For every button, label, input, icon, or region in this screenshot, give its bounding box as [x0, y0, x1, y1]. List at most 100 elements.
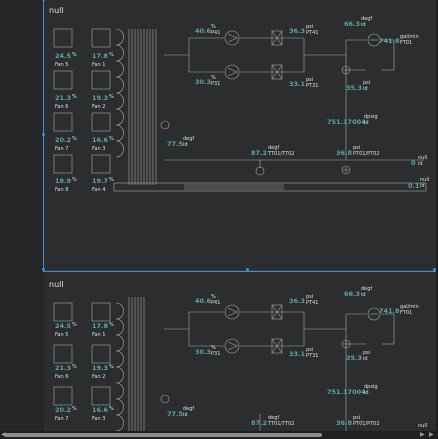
pt01-value: 36.8	[336, 419, 353, 427]
degf-top-value: 66.3	[344, 20, 361, 28]
fan-1-unit: %	[109, 322, 114, 328]
valve-1	[367, 33, 381, 47]
fan-8-box	[53, 154, 73, 174]
tt01-tag: TT01/TT02	[268, 151, 295, 157]
null1-tag: id	[418, 161, 423, 167]
resize-handle-bl[interactable]	[42, 268, 45, 271]
pt01-unit: psi	[353, 145, 361, 151]
fan-6-value: 21.3	[55, 364, 72, 372]
psi-right-tag: id	[363, 86, 368, 92]
dpsig-value: 751.17004	[327, 118, 366, 126]
degf-top-tag: id	[361, 292, 366, 298]
fan-5-value: 24.5	[55, 322, 72, 330]
pt01-tag: PT01/PT02	[353, 421, 380, 427]
ft01-unit: gal/min	[400, 34, 419, 40]
strainer-1	[271, 304, 283, 320]
p41-value: 40.6	[195, 27, 212, 35]
piping	[164, 311, 395, 431]
null2-unit: null	[420, 177, 430, 183]
strainer-2	[271, 338, 283, 354]
process-panel-1[interactable]: null	[42, 0, 437, 272]
fan-6-box	[53, 344, 73, 364]
p31-tag: P31	[211, 351, 221, 357]
pump-p41	[224, 304, 240, 320]
fan-8-unit: %	[72, 177, 77, 183]
fan-7-label: Fan 7	[55, 416, 69, 422]
scroll-right-end-icon[interactable]: ▶	[429, 431, 434, 438]
resize-handle-br[interactable]	[433, 268, 436, 271]
fan-boxes	[53, 302, 111, 406]
degf-left-unit: degf	[183, 406, 195, 412]
fan-7-value: 20.2	[55, 136, 72, 144]
fan-1-unit: %	[109, 52, 114, 58]
fan-5-value: 24.5	[55, 52, 72, 60]
fan-1-box	[91, 302, 111, 322]
psi-right-value: 35.3	[346, 354, 363, 362]
degf-top-value: 66.3	[344, 290, 361, 298]
valve-2	[341, 65, 351, 75]
tt01-value: 87.2	[251, 149, 268, 157]
degf-left-value: 77.5	[167, 410, 184, 418]
ft01-tag: FT01	[400, 40, 413, 46]
pt41-tag: PT41	[306, 300, 319, 306]
dpsig-unit: dpsig	[364, 384, 378, 390]
sensor-1	[160, 120, 170, 130]
p41-value: 40.6	[195, 297, 212, 305]
horizontal-scrollbar-thumb[interactable]	[4, 433, 322, 437]
fan-3-box	[91, 112, 111, 132]
pt41-value: 36.3	[289, 297, 306, 305]
p31-unit: %	[211, 75, 216, 81]
fan-7-label: Fan 7	[55, 146, 69, 152]
p31-tag: P31	[211, 81, 221, 87]
fan-8-label: Fan 8	[55, 187, 69, 193]
dpsig-tag: id	[364, 120, 369, 126]
psi-right-unit: psi	[363, 350, 371, 356]
fan-3-label: Fan 3	[92, 146, 106, 152]
fan-6-value: 21.3	[55, 94, 72, 102]
fan-2-value: 19.3	[92, 364, 109, 372]
p41-tag: P41	[211, 300, 221, 306]
pt31-unit: psi	[306, 347, 314, 353]
fan-6-unit: %	[72, 94, 77, 100]
dpsig-value: 751.17004	[327, 388, 366, 396]
panel-title: null	[49, 280, 64, 289]
p31-value: 30.3	[195, 348, 212, 356]
strainer-1	[271, 30, 283, 46]
process-panel-2[interactable]: null	[44, 274, 436, 432]
resize-handle-bm[interactable]	[246, 268, 249, 271]
ft01-tag: FT01	[400, 310, 413, 316]
fan-2-unit: %	[109, 94, 114, 100]
fan-2-unit: %	[109, 364, 114, 370]
pump-p31	[224, 64, 240, 80]
tt01-unit: degf	[268, 145, 280, 151]
degf-top-unit: degf	[361, 286, 373, 292]
pt41-unit: psi	[306, 294, 314, 300]
fan-7-box	[53, 112, 73, 132]
fan-7-value: 20.2	[55, 406, 72, 414]
dpsig-tag: id	[364, 390, 369, 396]
scroll-left-icon[interactable]: ◀	[1, 431, 6, 438]
fan-7-unit: %	[72, 406, 77, 412]
fan-7-box	[53, 386, 73, 406]
fan-4-box	[91, 154, 111, 174]
fan-2-box	[91, 344, 111, 364]
left-gutter	[0, 0, 44, 439]
fan-6-box	[53, 70, 73, 90]
scroll-right-icon[interactable]: ▶	[420, 431, 425, 438]
resize-handle-ml[interactable]	[42, 133, 45, 136]
degf-top-tag: id	[361, 22, 366, 28]
fan-4-unit: %	[109, 177, 114, 183]
null2-value: 0.1	[408, 182, 420, 190]
fan-3-unit: %	[109, 136, 114, 142]
fan-6-unit: %	[72, 364, 77, 370]
resize-handle-tl[interactable]	[42, 0, 45, 1]
sensor-2	[255, 166, 265, 176]
panel-title: null	[49, 6, 64, 15]
fan-1-label: Fan 1	[92, 332, 106, 338]
ft01-unit: gal/min	[400, 304, 419, 310]
pt41-value: 36.3	[289, 27, 306, 35]
fan-3-value: 16.6	[92, 406, 109, 414]
pump-p41	[224, 30, 240, 46]
pt01-value: 36.8	[336, 149, 353, 157]
fan-5-label: Fan 5	[55, 62, 69, 68]
